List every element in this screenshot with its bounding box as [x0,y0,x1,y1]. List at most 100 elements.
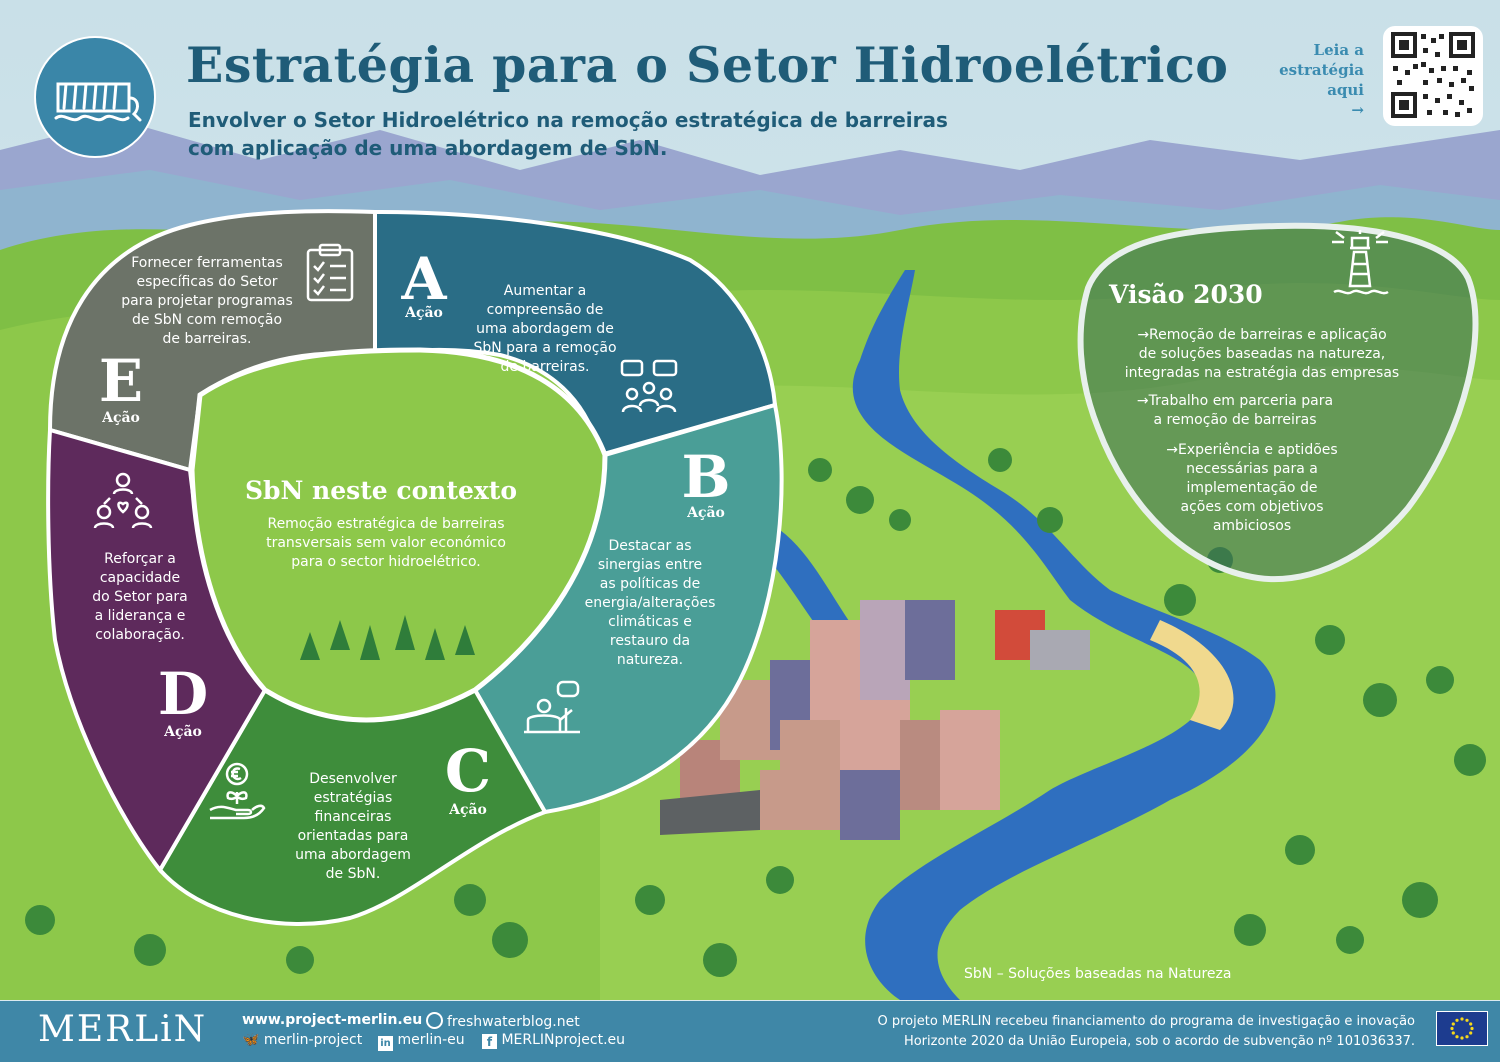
vision-line: →Trabalho em parceria para [1136,393,1334,409]
action-e-text: Fornecer ferramentas específicas do Seto… [92,254,322,349]
bluesky-link[interactable]: 🦋 merlin-project [242,1032,362,1048]
vision-line: →Experiência e aptidões [1166,442,1338,458]
clipboard-checklist-icon [306,243,354,302]
action-c-label: Ação [449,802,487,818]
action-c-line: Desenvolver [309,771,397,787]
footer-bar [0,1001,1500,1062]
action-a-label: Ação [405,305,443,321]
action-d-line: capacidade [99,570,181,586]
context-line: Remoção estratégica de barreiras [267,516,505,532]
vision-line: ambiciosos [1212,518,1292,534]
hydro-dam-logo-icon [34,36,156,158]
action-a-segment [373,209,778,458]
blog-link[interactable]: freshwaterblog.net [426,1012,580,1030]
read-line-2: estratégia [1279,61,1364,79]
action-b-line: Destacar as [608,538,692,554]
action-b-line: natureza. [616,652,684,668]
action-b-line: as políticas de [599,576,701,592]
action-e-label: Ação [102,410,140,426]
blog-label: freshwaterblog.net [447,1014,580,1030]
action-d-label: Ação [164,724,202,740]
funding-statement: O projeto MERLIN recebeu financiamento d… [760,1012,1415,1052]
action-a-text: Aumentar a compreensão de uma abordagem … [455,282,635,377]
context-center [189,347,608,723]
shore-sand [1150,620,1234,730]
merlin-logo: MERLiN [38,1009,208,1050]
vision-title: Visão 2030 [1109,280,1263,309]
subtitle-line-2: com aplicação de uma abordagem de SbN. [188,136,668,160]
hand-euro-plant-icon [209,762,266,820]
action-d-line: Reforçar a [104,551,176,567]
action-c-text: Desenvolver estratégias financeiras orie… [278,770,428,884]
action-d-line: colaboração. [95,627,185,643]
action-e-line: específicas do Setor [136,274,278,290]
vision-item-2: →Trabalho em parceria para a remoção de … [1120,392,1350,430]
vision-line: implementação de [1186,480,1318,496]
page-subtitle: Envolver o Setor Hidroelétrico na remoçã… [188,106,1088,162]
linkedin-icon: in [378,1036,393,1051]
context-title: SbN neste contexto [244,476,518,505]
arrow-right-icon: → [1351,101,1364,119]
vision-item-1: →Remoção de barreiras e aplicação de sol… [1092,326,1432,383]
action-a-line: Aumentar a [503,283,587,299]
action-b-line: sinergias entre [597,557,703,573]
action-b-letter: B [681,443,731,511]
vision-line: de soluções baseadas na natureza, [1138,346,1386,362]
context-line: para o sector hidroelétrico. [291,554,481,570]
facebook-link[interactable]: f MERLINproject.eu [482,1032,625,1049]
vision-panel [1077,222,1479,583]
blog-icon [426,1012,443,1029]
butterfly-icon: 🦋 [242,1032,260,1048]
action-c-line: financeiras [314,809,392,825]
action-a-line: de barreiras. [500,359,590,375]
action-b-line: restauro da [609,633,691,649]
team-heart-icon [93,472,153,529]
action-b-line: climáticas e [608,614,692,630]
facebook-icon: f [482,1034,497,1049]
river [852,270,1276,1000]
page-title: Estratégia para o Setor Hidroelétrico [186,36,1229,94]
action-c-line: orientadas para [297,828,409,844]
action-a-line: uma abordagem de [476,321,614,337]
action-c-line: uma abordagem [295,847,411,863]
action-c-line: de SbN. [325,866,381,882]
funding-line-2: Horizonte 2020 da União Europeia, sob o … [903,1034,1415,1049]
action-e-line: de barreiras. [162,331,252,347]
action-b-text: Destacar as sinergias entre as políticas… [565,537,735,670]
action-d-letter: D [157,660,209,728]
linkedin-label: merlin-eu [397,1032,465,1048]
vision-line: →Remoção de barreiras e aplicação [1137,327,1387,343]
action-e-line: Fornecer ferramentas [131,255,283,271]
context-line: transversais sem valor económico [266,535,506,551]
qr-code-icon[interactable] [1383,26,1483,126]
facebook-label: MERLINproject.eu [501,1032,626,1048]
subtitle-line-1: Envolver o Setor Hidroelétrico na remoçã… [188,108,948,132]
action-d-text: Reforçar a capacidade do Setor para a li… [80,550,200,645]
vision-line: integradas na estratégia das empresas [1124,365,1400,381]
action-a-line: compreensão de [486,302,604,318]
funding-line-1: O projeto MERLIN recebeu financiamento d… [877,1014,1415,1029]
action-e-line: de SbN com remoção [131,312,283,328]
read-line-1: Leia a [1313,41,1364,59]
action-e-letter: E [98,347,144,415]
sbn-footnote: SbN – Soluções baseadas na Natureza [964,966,1232,982]
action-a-letter: A [401,245,447,313]
linkedin-link[interactable]: in merlin-eu [378,1032,465,1051]
action-b-line: energia/alterações [584,595,716,611]
action-c-letter: C [444,737,492,805]
vision-line: ações com objetivos [1180,499,1324,515]
action-c-line: estratégias [313,790,393,806]
action-d-line: a liderança e [94,608,186,624]
action-a-line: SbN para a remoção [473,340,617,356]
website-link[interactable]: www.project-merlin.eu [242,1012,423,1028]
read-line-3: aqui [1327,81,1364,99]
action-e-line: para projetar programas [121,293,293,309]
bluesky-label: merlin-project [263,1032,363,1048]
vision-line: a remoção de barreiras [1153,412,1317,428]
read-strategy-link[interactable]: Leia a estratégia aqui → [1262,40,1364,120]
action-b-label: Ação [687,505,725,521]
lighthouse-icon [1332,230,1389,295]
eu-flag-icon [1436,1011,1488,1046]
presentation-icon [524,680,580,734]
context-text: Remoção estratégica de barreiras transve… [236,515,536,572]
